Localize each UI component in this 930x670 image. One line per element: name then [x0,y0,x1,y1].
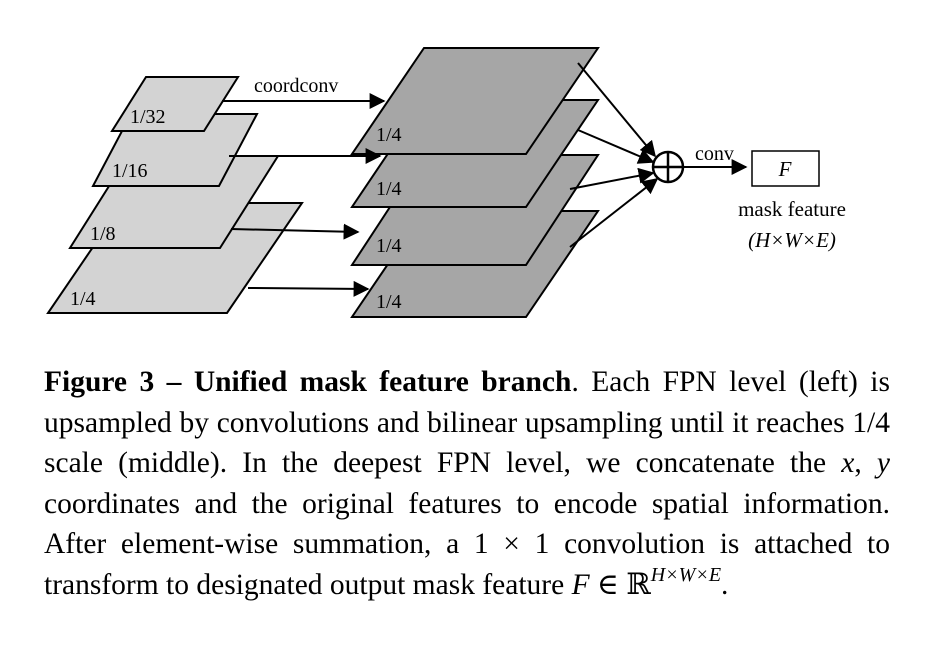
upsampled-stack: 1/4 1/4 1/4 1/4 [350,47,600,318]
caption-figure-number: Figure 3 [44,366,155,398]
caption-comma: , [854,447,877,479]
caption-var-F: F [571,568,590,601]
caption-end: . [721,568,729,601]
sum-arrow-2 [577,129,655,164]
fpn-plane-1-32 [110,76,240,132]
upsampled-label-1: 1/4 [376,124,402,146]
sum-arrow-4 [569,178,659,248]
output-feature-label: F [778,157,792,181]
arrow-1-8 [230,223,360,240]
caption-var-x: x [841,447,855,479]
mask-feature-branch-diagram: 1/32 1/16 1/8 1/4 1/4 1/4 1/4 1/4 coordc… [46,47,846,318]
upsample-arrows [222,93,386,297]
caption-in-symbol: ∈ ℝ [589,568,651,601]
fpn-label-1-8: 1/8 [90,223,116,245]
conv-label: conv [695,143,734,165]
caption-dash: – [154,366,194,398]
sum-arrow-1 [577,62,657,158]
upsampled-label-2: 1/4 [376,178,402,200]
caption-superscript-text: H×W×E [650,563,722,586]
sum-arrow-3 [569,167,655,190]
sum-arrows [569,62,659,248]
fpn-label-1-32: 1/32 [130,106,166,128]
summation-node [651,150,685,184]
mask-feature-label: mask feature [738,197,846,221]
upsampled-label-4: 1/4 [376,291,402,313]
caption-text-2: coordinates and the original features to… [44,487,890,601]
fpn-label-1-16: 1/16 [112,160,148,182]
caption-var-y: y [876,447,890,479]
figure-caption: Figure 3 – Unified mask feature branch. … [44,362,890,605]
caption-superscript: H×W×E [651,564,721,586]
fpn-label-1-4: 1/4 [70,288,96,310]
upsampled-plane-1 [350,47,600,155]
mask-feature-dims: (H×W×E) [748,228,836,252]
caption-title: Unified mask feature branch [193,366,572,398]
arrow-1-4 [247,280,370,297]
upsampled-label-3: 1/4 [376,235,402,257]
coordconv-label: coordconv [254,75,338,97]
output-feature-box [751,150,820,187]
fpn-pyramid: 1/32 1/16 1/8 1/4 [46,76,304,314]
caption-text-1: . Each FPN level (left) is upsampled by … [44,366,890,479]
